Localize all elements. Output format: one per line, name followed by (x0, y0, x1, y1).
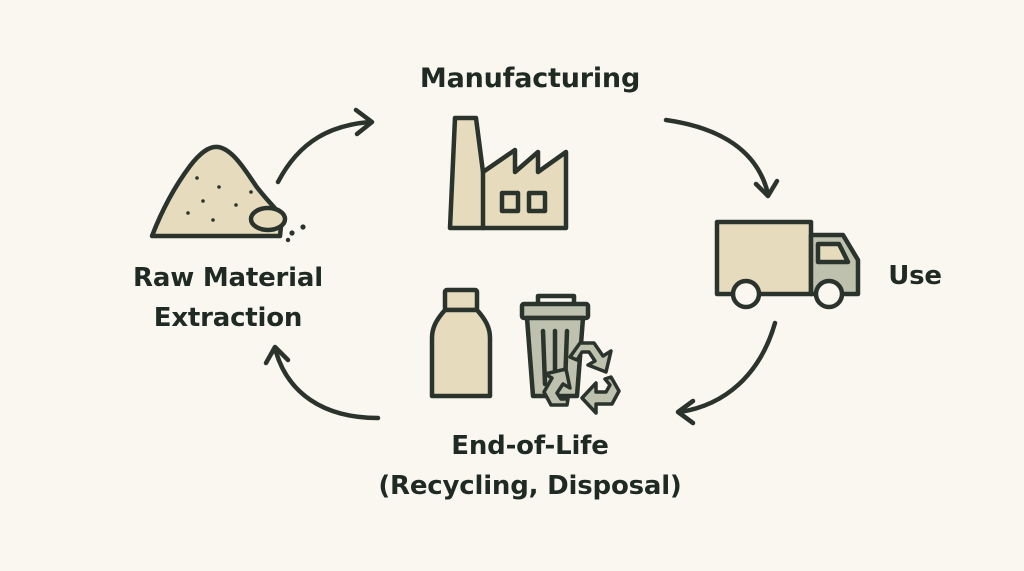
raw-material-label-line1: Raw Material (133, 263, 323, 293)
trash-can-icon (519, 293, 591, 399)
factory-icon (447, 115, 569, 231)
use-label-text: Use (888, 261, 942, 291)
arrow-raw-to-manufacturing (275, 107, 375, 185)
manufacturing-label: Manufacturing (380, 62, 680, 96)
raw-material-extraction-label: Raw Material Extraction (108, 258, 348, 338)
arrow-manufacturing-to-use (663, 117, 780, 199)
arrow-end-of-life-to-raw (263, 344, 381, 421)
recycle-icon (542, 341, 621, 415)
end-of-life-label-line1: End-of-Life (451, 431, 609, 461)
raw-material-label-line2: Extraction (153, 303, 303, 333)
end-of-life-label: End-of-Life (Recycling, Disposal) (340, 426, 720, 506)
end-of-life-label-line2: (Recycling, Disposal) (378, 471, 682, 501)
arrow-use-to-end-of-life (675, 320, 778, 426)
use-label: Use (870, 260, 960, 293)
delivery-truck-icon (714, 219, 861, 310)
manufacturing-label-text: Manufacturing (419, 63, 641, 94)
sand-pile-icon (149, 144, 306, 243)
bottle-icon (429, 287, 493, 399)
